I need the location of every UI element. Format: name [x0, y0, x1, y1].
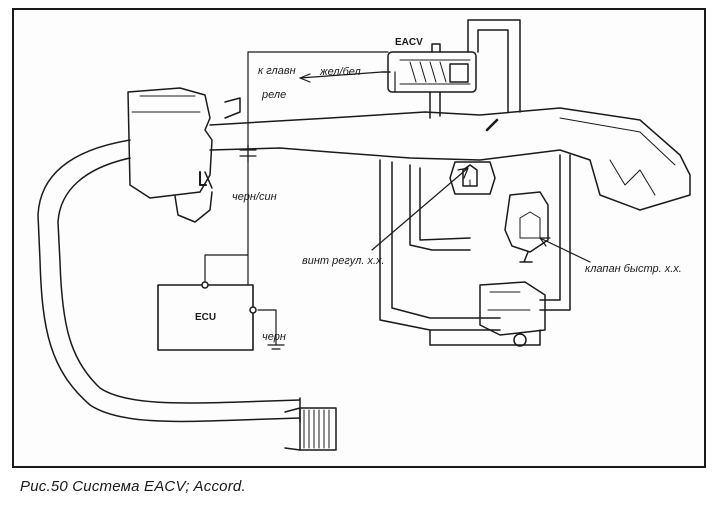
ecu-label: ECU — [195, 312, 216, 323]
intake-duct — [37, 139, 301, 423]
wiring — [204, 51, 389, 350]
idle-circuit-tubes — [379, 154, 571, 346]
ground-wire-label: черн — [262, 331, 286, 343]
diagram-frame — [12, 8, 706, 468]
main-relay-label-line1: к главн — [258, 65, 296, 77]
main-relay-label-line2: реле — [261, 89, 286, 101]
eacv-valve — [381, 43, 477, 93]
fast-idle-valve-label: клапан быстр. х.х. — [585, 263, 682, 275]
intake-manifold — [209, 107, 691, 211]
fast-idle-valve-body — [504, 191, 549, 263]
bypass-tube-upper — [429, 19, 521, 119]
air-inlet-mesh — [284, 407, 337, 451]
idle-screw-label: винт регул. х.х. — [302, 255, 385, 267]
eacv-label: EACV — [395, 37, 423, 48]
wire-yellow-blue-label: жел/бел — [319, 66, 361, 78]
bottom-valve-housing — [479, 281, 546, 347]
throttle-body — [127, 87, 241, 223]
wire-black-blue-label: черн/син — [232, 191, 277, 203]
leader-lines — [299, 71, 591, 263]
idle-screw-body — [449, 161, 496, 195]
figure-caption: Рис.50 Система EACV; Accord. — [20, 478, 246, 495]
